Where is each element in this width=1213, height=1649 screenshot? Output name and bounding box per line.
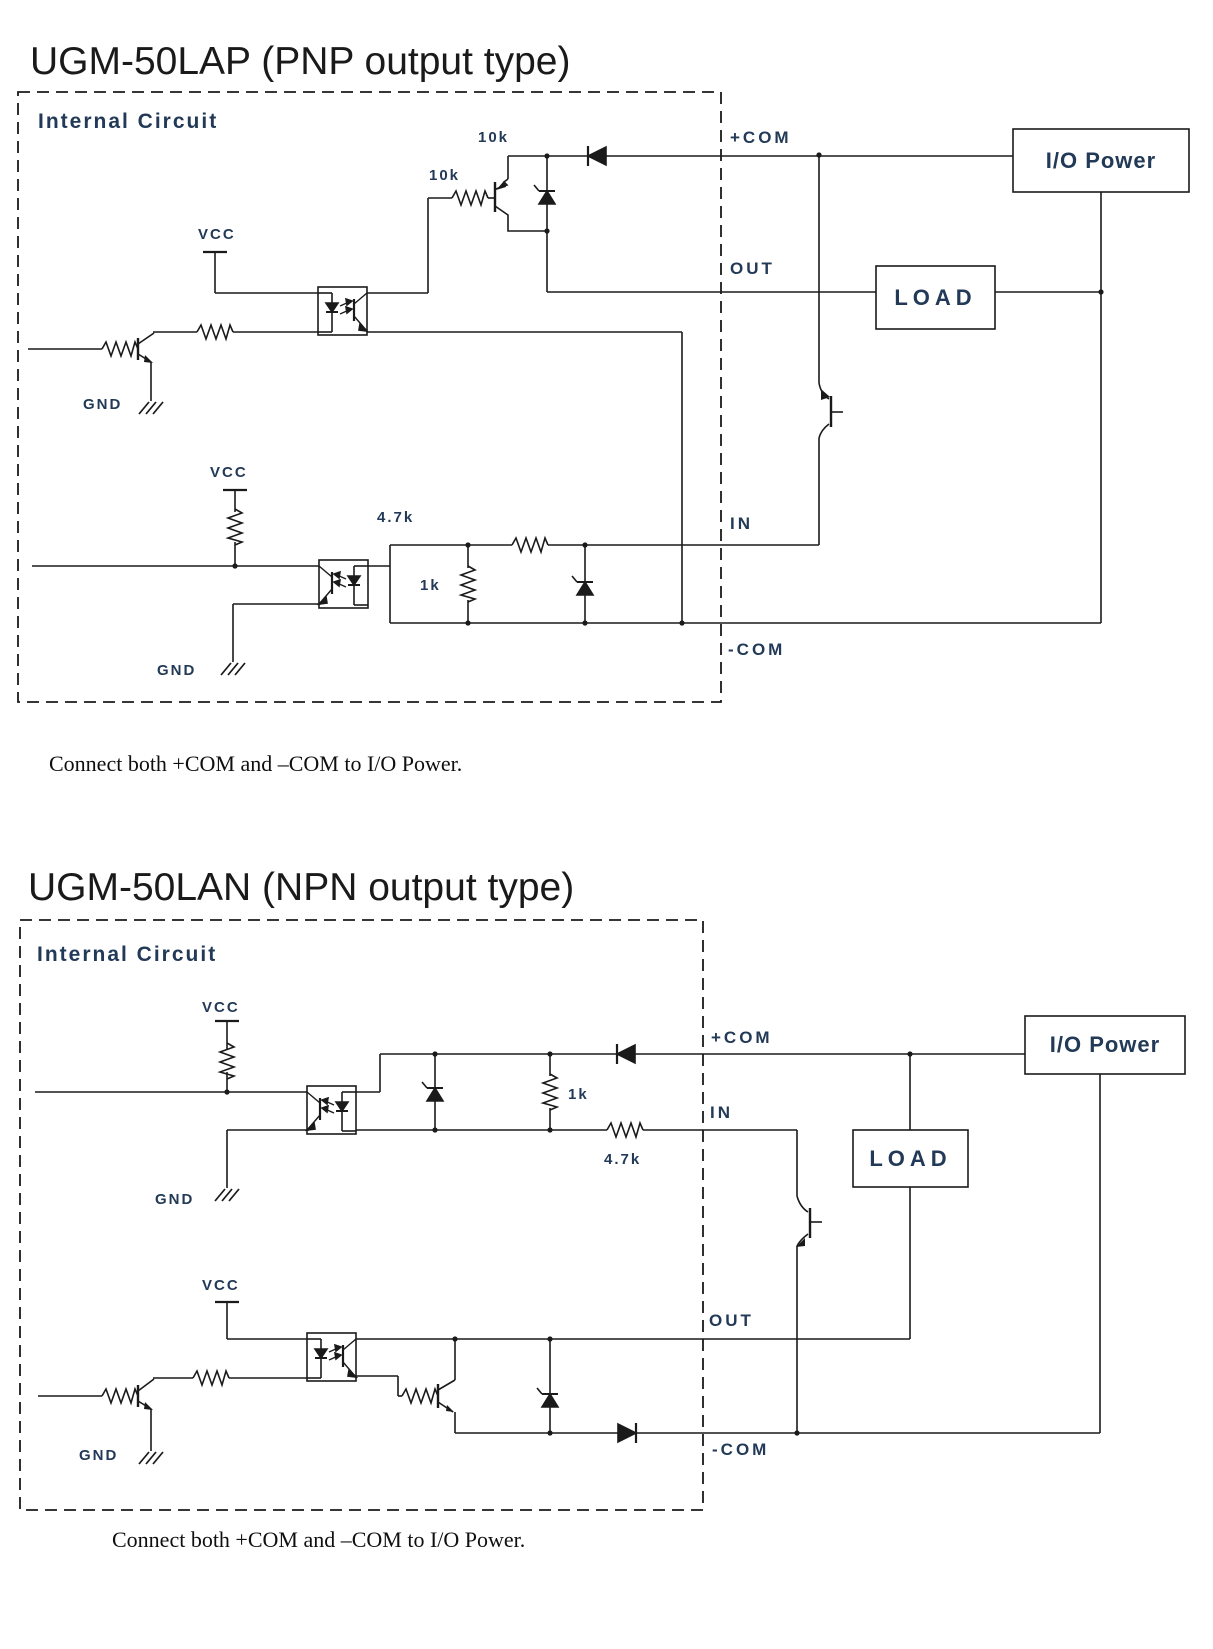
- npn-pin-pluscom: +COM: [711, 1028, 773, 1047]
- pnp-pin-in: IN: [730, 514, 753, 533]
- npn-junction-dots: [224, 1051, 913, 1436]
- pnp-load-box: LOAD: [894, 284, 977, 310]
- npn-pin-in: IN: [710, 1103, 733, 1122]
- npn-pluscom-diode: [615, 1042, 637, 1066]
- npn-gnd-input-label: GND: [155, 1191, 195, 1208]
- pnp-vcc-input-label: VCC: [210, 464, 248, 481]
- pnp-10k-base-label: 10k: [429, 167, 461, 184]
- npn-caption: Connect both +COM and –COM to I/O Power.: [112, 1527, 526, 1552]
- pnp-load-box-outline: [875, 265, 996, 330]
- pnp-output-zener: [533, 184, 556, 205]
- npn-pin-out: OUT: [709, 1311, 754, 1330]
- pnp-internal-circuit-dashed-box: [17, 91, 722, 703]
- npn-vcc-output-label: VCC: [202, 1277, 240, 1294]
- pnp-junction-dots: [232, 152, 1104, 626]
- npn-gnd-symbol-input: [214, 1188, 240, 1202]
- npn-minuscom-diode: [616, 1421, 638, 1445]
- npn-pin-minuscom: -COM: [712, 1440, 770, 1459]
- npn-gnd-symbol-output: [138, 1451, 164, 1465]
- npn-load-box: LOAD: [869, 1145, 952, 1171]
- pnp-output-optocoupler: [316, 285, 369, 337]
- npn-vcc-input-label: VCC: [202, 999, 240, 1016]
- pnp-gnd-symbol-input: [220, 662, 246, 676]
- pnp-gnd-symbol-output: [138, 401, 164, 415]
- npn-output-optocoupler: [305, 1331, 358, 1383]
- pnp-pluscom-diode: [586, 144, 608, 168]
- npn-title: UGM-50LAN (NPN output type): [28, 866, 575, 909]
- npn-gnd-output-label: GND: [79, 1447, 119, 1464]
- pnp-1k-label: 1k: [420, 577, 441, 594]
- npn-input-zener: [421, 1081, 444, 1102]
- pnp-diagram: [17, 91, 1190, 703]
- npn-input-optocoupler: [305, 1084, 358, 1136]
- npn-output-zener: [536, 1387, 559, 1408]
- pnp-10k-pullup-label: 10k: [478, 129, 510, 146]
- pnp-caption: Connect both +COM and –COM to I/O Power.: [49, 751, 463, 776]
- npn-io-power-box: I/O Power: [1049, 1032, 1161, 1057]
- npn-internal-circuit-dashed-box: [19, 919, 704, 1511]
- npn-internal-circuit-label: Internal Circuit: [37, 943, 218, 966]
- pnp-gnd-input-label: GND: [157, 662, 197, 679]
- pnp-input-optocoupler: [317, 558, 370, 610]
- npn-1k-label: 1k: [568, 1086, 589, 1103]
- pnp-gnd-output-label: GND: [83, 396, 123, 413]
- pnp-pin-minuscom: -COM: [728, 640, 786, 659]
- pnp-title: UGM-50LAP (PNP output type): [30, 40, 571, 83]
- npn-diagram: [19, 919, 1186, 1511]
- pnp-pin-out: OUT: [730, 259, 775, 278]
- pnp-vcc-output-label: VCC: [198, 226, 236, 243]
- npn-4p7k-label: 4.7k: [604, 1151, 642, 1168]
- pnp-4p7k-label: 4.7k: [377, 509, 415, 526]
- pnp-input-zener: [571, 575, 594, 596]
- npn-io-power-box-outline: [1024, 1015, 1186, 1075]
- pnp-internal-circuit-label: Internal Circuit: [38, 110, 219, 133]
- pnp-io-power-box: I/O Power: [1045, 147, 1157, 173]
- pnp-pin-pluscom: +COM: [730, 128, 792, 147]
